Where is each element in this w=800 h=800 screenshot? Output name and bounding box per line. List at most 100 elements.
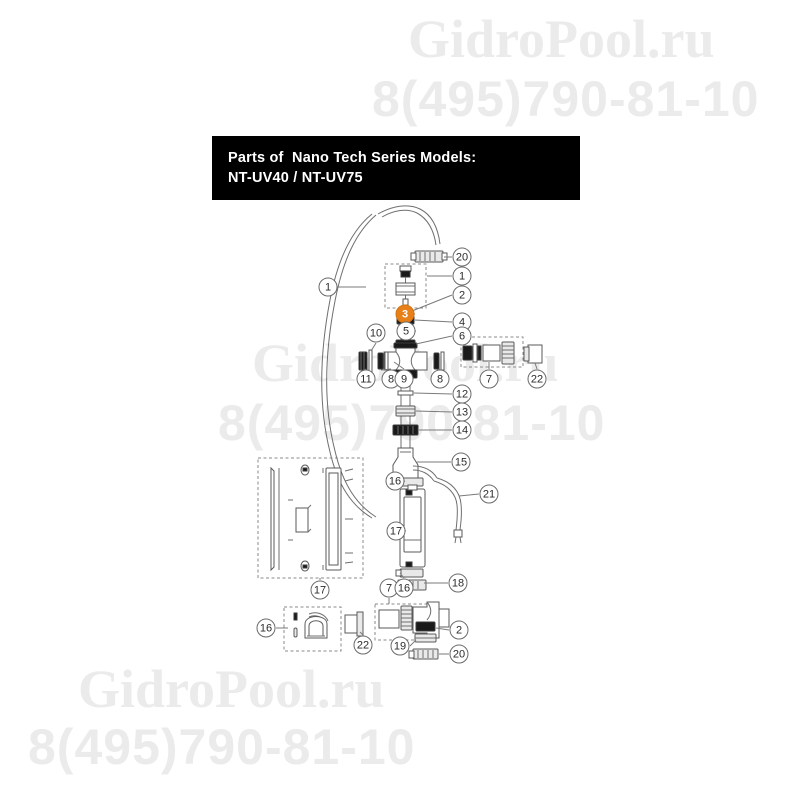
callout-20[interactable]: 20 <box>452 247 472 267</box>
part-reactor-chamber <box>399 484 426 568</box>
callout-3[interactable]: 3 <box>395 304 415 324</box>
callout-number: 11 <box>360 374 371 386</box>
callout-1[interactable]: 1 <box>318 277 338 297</box>
callout-6[interactable]: 6 <box>452 326 472 346</box>
callout-number: 5 <box>403 326 409 338</box>
callout-number: 20 <box>453 649 465 661</box>
callout-bubble <box>452 420 472 440</box>
callout-bubble <box>449 644 469 664</box>
callout-16[interactable]: 16 <box>385 471 405 491</box>
callout-number: 7 <box>486 374 492 386</box>
part-reactor-top-housing <box>392 447 438 482</box>
callout-bubble <box>451 452 471 472</box>
callout-8[interactable]: 8 <box>430 369 450 389</box>
callout-number: 8 <box>388 374 394 386</box>
callout-number: 13 <box>456 407 468 419</box>
sensor-cable <box>321 205 441 519</box>
group-sensor-right <box>460 336 524 368</box>
callout-number: 17 <box>390 526 402 538</box>
callout-16[interactable]: 16 <box>256 618 276 638</box>
callout-17[interactable]: 17 <box>386 521 406 541</box>
callout-17[interactable]: 17 <box>310 580 330 600</box>
callout-16[interactable]: 16 <box>394 578 414 598</box>
part-left-seal-stack <box>358 349 389 373</box>
callout-number: 12 <box>456 389 468 401</box>
callout-number: 4 <box>459 317 465 329</box>
callout-number: 22 <box>531 374 543 386</box>
callout-bubble <box>479 369 499 389</box>
callout-bubble <box>394 369 414 389</box>
callout-7[interactable]: 7 <box>479 369 499 389</box>
group-ballast-top <box>384 263 427 309</box>
callout-number: 6 <box>459 331 465 343</box>
callout-12[interactable]: 12 <box>452 384 472 404</box>
callout-number: 17 <box>314 585 326 597</box>
callout-number: 2 <box>459 290 465 302</box>
callout-20[interactable]: 20 <box>449 644 469 664</box>
part-bottom-tee-assembly <box>344 601 450 660</box>
callout-22[interactable]: 22 <box>527 369 547 389</box>
callout-bubble <box>452 266 472 286</box>
callout-number: 16 <box>398 583 410 595</box>
callout-number: 19 <box>394 641 406 653</box>
callout-14[interactable]: 14 <box>452 420 472 440</box>
callout-number: 15 <box>455 457 467 469</box>
callout-bubble <box>366 323 386 343</box>
callout-19[interactable]: 19 <box>390 636 410 656</box>
callout-bubble <box>479 484 499 504</box>
callout-bubble <box>386 521 406 541</box>
part-end-cap-right <box>523 344 543 364</box>
callout-18[interactable]: 18 <box>448 573 468 593</box>
callout-number: 20 <box>456 252 468 264</box>
callout-number: 8 <box>437 374 443 386</box>
group-uv-lamp-detail <box>257 457 364 579</box>
part-right-seal-stack <box>433 351 445 371</box>
callout-5[interactable]: 5 <box>396 321 416 341</box>
callout-bubble <box>449 620 469 640</box>
callout-number: 9 <box>401 374 407 386</box>
callout-1[interactable]: 1 <box>452 266 472 286</box>
callout-11[interactable]: 11 <box>356 369 376 389</box>
title-line-2: NT-UV40 / NT-UV75 <box>228 170 363 186</box>
callout-bubble <box>448 573 468 593</box>
callout-bubble <box>390 636 410 656</box>
callout-4[interactable]: 4 <box>452 312 472 332</box>
callout-number: 16 <box>389 476 401 488</box>
callout-22[interactable]: 22 <box>353 635 373 655</box>
group-bracket-detail <box>283 606 342 652</box>
callout-number: 7 <box>386 583 392 595</box>
callout-number: 21 <box>483 489 495 501</box>
callout-bubble <box>396 321 416 341</box>
callout-bubble <box>430 369 450 389</box>
callout-9[interactable]: 9 <box>394 369 414 389</box>
callout-bubble <box>318 277 338 297</box>
callout-bubble <box>452 285 472 305</box>
callout-number: 1 <box>325 282 331 294</box>
callout-number: 14 <box>456 425 468 437</box>
part-power-cord-plug <box>433 477 463 544</box>
callout-2[interactable]: 2 <box>449 620 469 640</box>
callout-bubble <box>452 326 472 346</box>
callout-bubble <box>527 369 547 389</box>
callout-bubble <box>452 247 472 267</box>
part-lower-stem <box>392 378 419 448</box>
callout-bubble <box>353 635 373 655</box>
part-top-cord-grip <box>410 250 448 263</box>
callout-number: 16 <box>260 623 272 635</box>
callout-15[interactable]: 15 <box>451 452 471 472</box>
callout-13[interactable]: 13 <box>452 402 472 422</box>
callout-number: 1 <box>459 271 465 283</box>
callout-21[interactable]: 21 <box>479 484 499 504</box>
callout-bubble <box>256 618 276 638</box>
callout-10[interactable]: 10 <box>366 323 386 343</box>
callout-number: 3 <box>402 309 408 321</box>
callout-bubble <box>394 578 414 598</box>
callout-bubble <box>310 580 330 600</box>
callout-2[interactable]: 2 <box>452 285 472 305</box>
title-line-1: Parts of Nano Tech Series Models: <box>228 150 477 166</box>
callout-number: 2 <box>456 625 462 637</box>
callout-number: 18 <box>452 578 464 590</box>
